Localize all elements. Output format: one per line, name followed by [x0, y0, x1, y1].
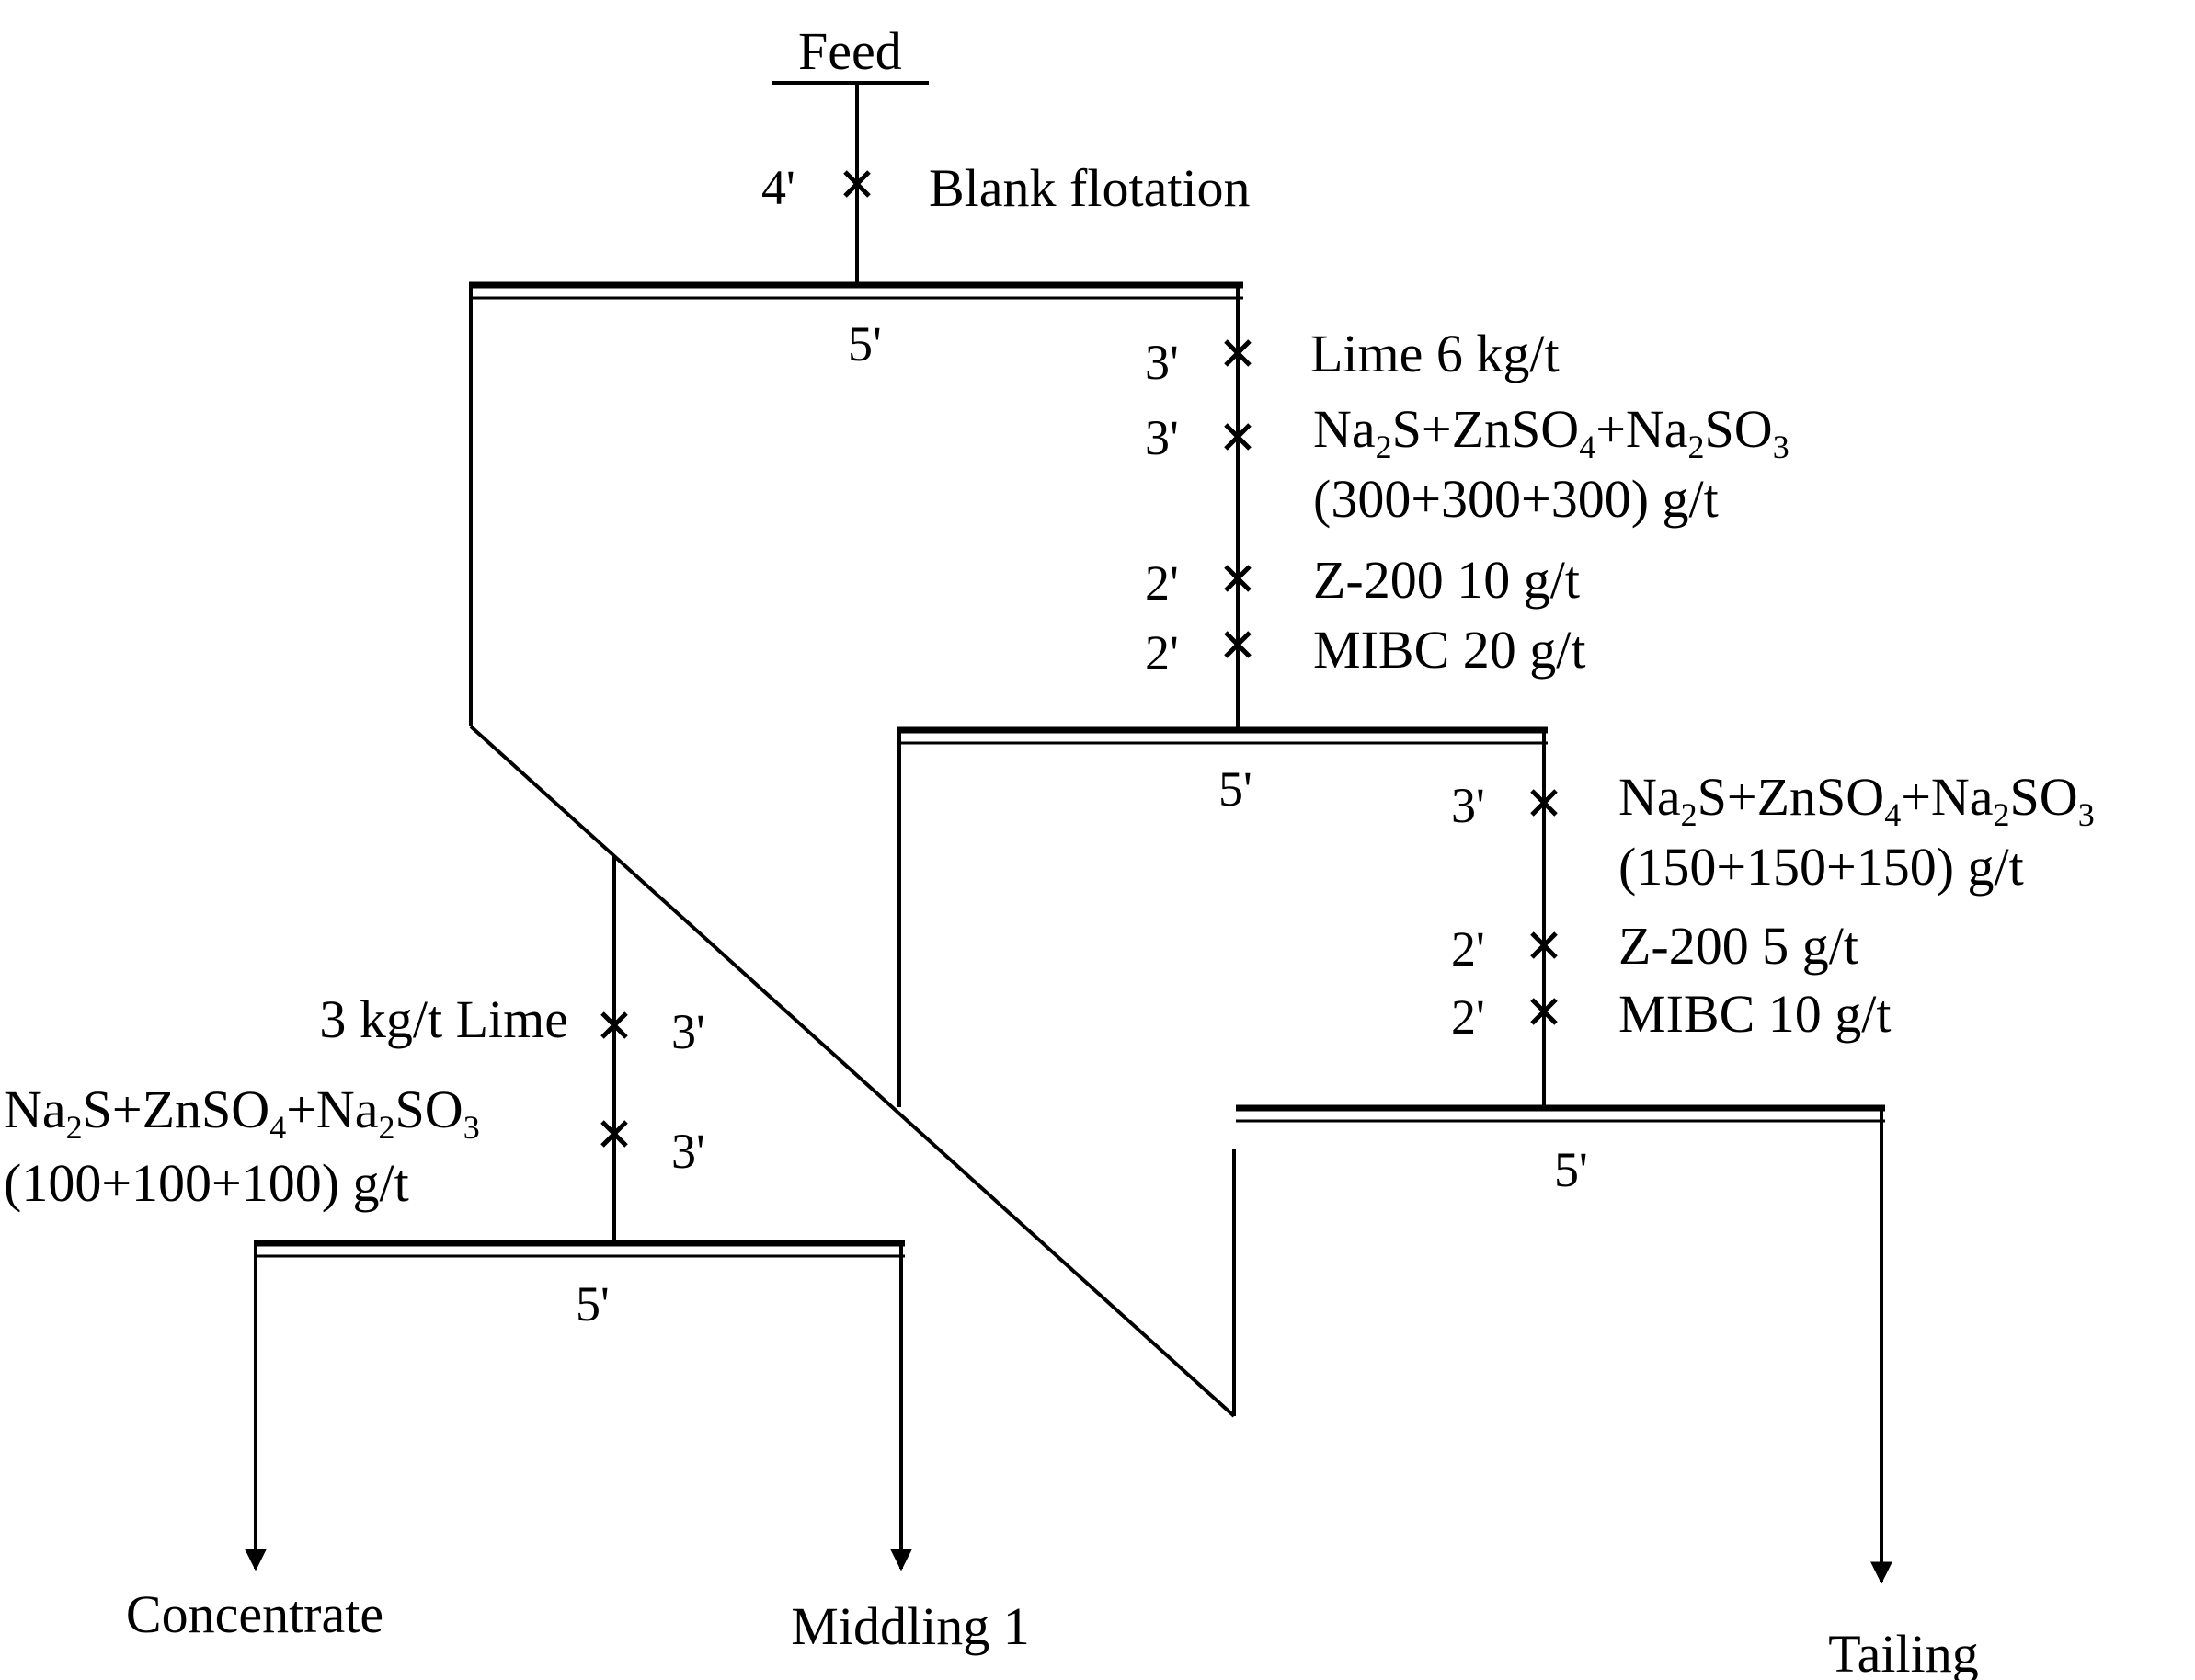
rougher-reagent-1: 3' Lime 6 kg/t: [1145, 324, 1560, 390]
scavenger-reagent-2: 2' Z-200 5 g/t: [1451, 916, 1858, 977]
svg-text:2': 2': [1451, 921, 1485, 977]
svg-text:3': 3': [1145, 410, 1179, 465]
svg-text:3': 3': [1451, 778, 1485, 833]
rougher-concentrate-diagonal: [469, 725, 1236, 1418]
cleaner-reagent-1: 3 kg/t Lime 3': [319, 989, 704, 1059]
svg-text:3': 3': [671, 1004, 705, 1059]
scavenger-reagent-1: 3' Na2S+ZnSO4+Na2SO3 (150+150+150) g/t: [1451, 767, 2095, 897]
cleaner-cell-bar: [254, 1240, 905, 1258]
blank-flotation-label: Blank flotation: [929, 158, 1251, 218]
svg-text:3': 3': [1145, 335, 1179, 390]
scavenger-time: 5': [1218, 761, 1252, 817]
feed-addition-mark: [843, 170, 871, 198]
svg-text:Z-200 10 g/t: Z-200 10 g/t: [1313, 550, 1580, 610]
scavenger-reagent-dosage: (150+150+150) g/t: [1618, 837, 2024, 897]
cleaner-time: 5': [576, 1276, 610, 1331]
rougher-reagent-3: 2' Z-200 10 g/t: [1145, 550, 1580, 611]
svg-text:3 kg/t Lime: 3 kg/t Lime: [319, 989, 568, 1049]
rougher-reagent-2: 3' Na2S+ZnSO4+Na2SO3 (300+300+300) g/t: [1145, 399, 1789, 529]
rougher-reagent-4: 2' MIBC 20 g/t: [1145, 620, 1586, 680]
scavenger2-cell-bar: [1236, 1104, 1885, 1123]
svg-text:MIBC 20 g/t: MIBC 20 g/t: [1313, 620, 1586, 680]
rougher-reagent-formula: Na2S+ZnSO4+Na2SO3: [1313, 399, 1789, 465]
rougher-cell-bar: [469, 281, 1243, 300]
rougher-time: 5': [848, 316, 882, 371]
scavenger2-time: 5': [1554, 1142, 1588, 1197]
cleaner-reagent-2: Na2S+ZnSO4+Na2SO3 (100+100+100) g/t 3': [4, 1080, 705, 1213]
feed-label: Feed: [798, 21, 902, 81]
svg-text:2': 2': [1451, 989, 1485, 1045]
svg-text:Lime 6 kg/t: Lime 6 kg/t: [1310, 324, 1560, 383]
feed-time: 4': [761, 160, 795, 215]
tailing-label: Tailing: [1828, 1624, 1978, 1680]
middling-label: Middling 1: [791, 1596, 1029, 1656]
scavenger-reagent-formula: Na2S+ZnSO4+Na2SO3: [1618, 767, 2095, 833]
scavenger-cell-bar: [897, 726, 1548, 745]
svg-text:3': 3': [671, 1124, 705, 1179]
svg-text:Z-200 5 g/t: Z-200 5 g/t: [1618, 916, 1858, 976]
cleaner-reagent-dosage: (100+100+100) g/t: [4, 1153, 409, 1213]
svg-text:2': 2': [1145, 555, 1179, 611]
svg-text:2': 2': [1145, 625, 1179, 680]
cleaner-reagent-formula: Na2S+ZnSO4+Na2SO3: [4, 1080, 480, 1146]
scavenger-reagent-3: 2' MIBC 10 g/t: [1451, 984, 1892, 1045]
concentrate-label: Concentrate: [126, 1584, 383, 1644]
rougher-reagent-dosage: (300+300+300) g/t: [1313, 469, 1719, 529]
svg-text:MIBC 10 g/t: MIBC 10 g/t: [1618, 984, 1892, 1044]
